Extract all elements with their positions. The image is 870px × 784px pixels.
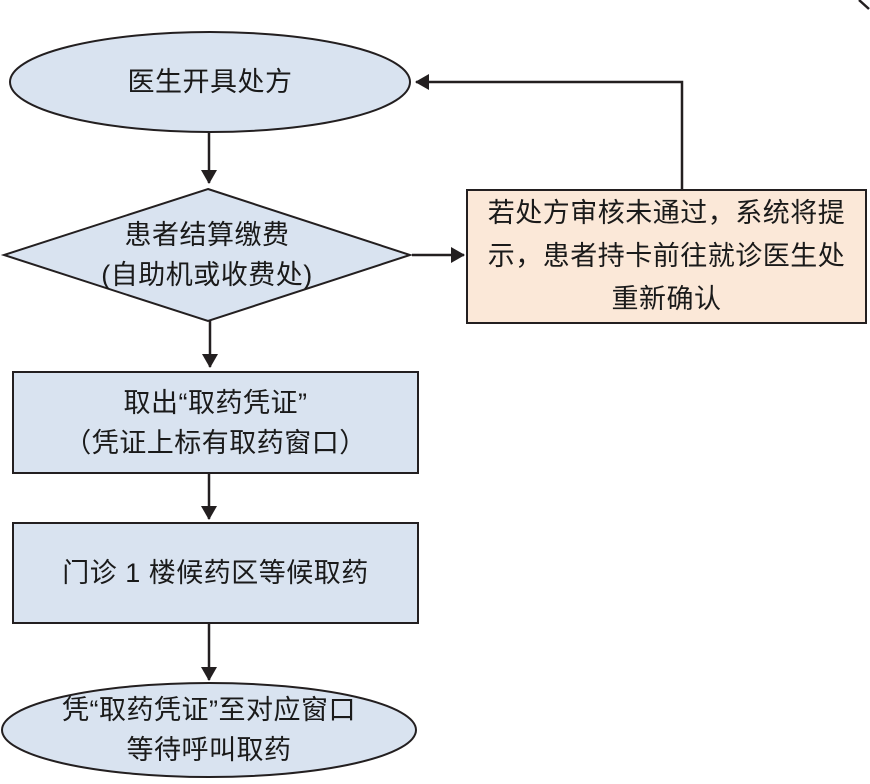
wait-rect-shape bbox=[12, 522, 419, 624]
decision-diamond-shape bbox=[0, 187, 414, 323]
corner-artifact-mark bbox=[858, 0, 870, 10]
note-rect-shape bbox=[466, 189, 867, 324]
voucher-rect-shape bbox=[12, 371, 419, 474]
end-ellipse-shape bbox=[1, 682, 417, 778]
arrow-note-feedback-to-start bbox=[415, 74, 684, 190]
start-ellipse-shape bbox=[9, 31, 411, 133]
